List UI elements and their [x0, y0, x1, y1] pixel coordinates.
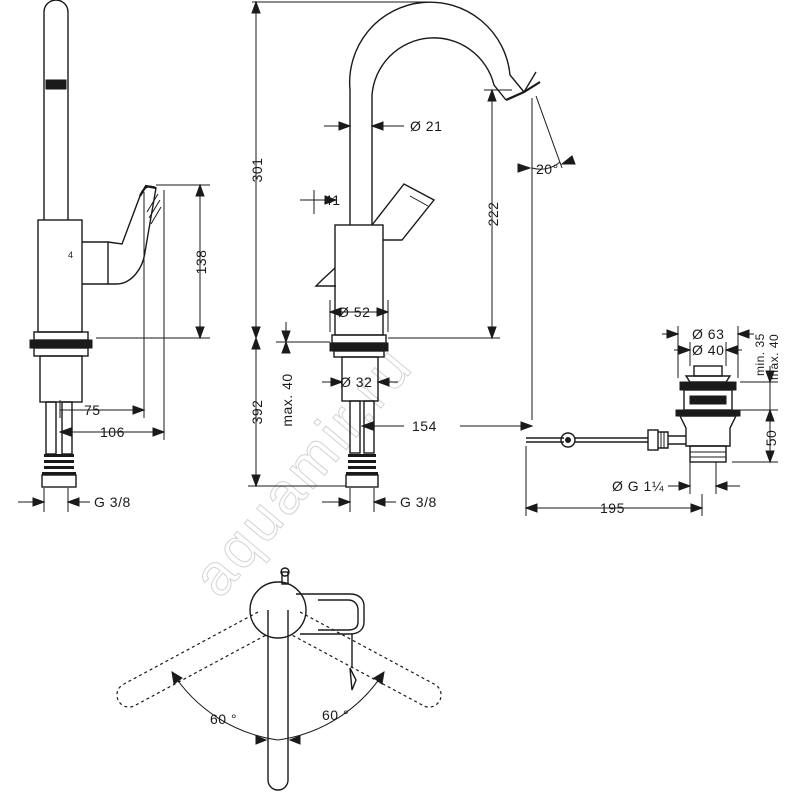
- dim-195: 195: [600, 500, 625, 516]
- waste-view: Ø 63 Ø 40 min.: [524, 326, 781, 516]
- dim-max40-waste: max. 40: [767, 334, 781, 380]
- dim-d32: Ø 32: [340, 374, 372, 390]
- dim-138: 138: [193, 250, 209, 275]
- dim-392: 392: [249, 400, 265, 425]
- dim-301: 301: [249, 158, 265, 183]
- handle-mark: 4: [68, 250, 73, 260]
- dim-g114: Ø G 1¼: [612, 478, 664, 494]
- dim-41: 41: [324, 192, 341, 208]
- dim-g38-mid: G 3/8: [400, 494, 437, 510]
- dim-d52: Ø 52: [338, 304, 370, 320]
- top-view: 60 ° 60 °: [116, 567, 442, 791]
- dim-106: 106: [100, 424, 125, 440]
- watermark: aquamir.ru: [180, 334, 425, 609]
- dim-g38-left: G 3/8: [94, 494, 131, 510]
- dim-d63: Ø 63: [692, 326, 724, 342]
- dim-max40: max. 40: [279, 373, 295, 426]
- dim-75: 75: [84, 402, 101, 418]
- dim-d21: Ø 21: [410, 118, 442, 134]
- dim-angle-right: 60 °: [322, 707, 349, 723]
- dim-angle-left: 60 °: [210, 711, 237, 727]
- front-view: Ø 21 301 222 20° 41 Ø 52: [248, 0, 576, 512]
- dim-50: 50: [763, 430, 779, 447]
- dim-min35: min. 35: [753, 333, 767, 376]
- dim-d40: Ø 40: [692, 342, 724, 358]
- dim-angle-20: 20°: [536, 161, 559, 177]
- dim-222: 222: [485, 202, 501, 227]
- side-view: 4 138 75 106: [18, 0, 210, 512]
- dim-154: 154: [412, 418, 437, 434]
